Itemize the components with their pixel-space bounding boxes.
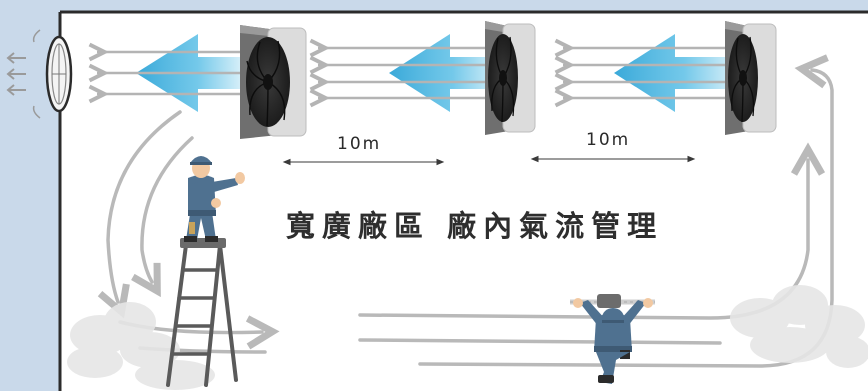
thin-airflow-lines — [97, 48, 727, 98]
worker-on-ladder-icon — [166, 156, 245, 387]
dust-cloud-icon — [730, 285, 868, 368]
page-title: 寬廣廠區 廠內氣流管理 — [286, 209, 664, 243]
circulation-fan-icon — [485, 21, 536, 135]
worker-measuring-tape-icon — [570, 294, 655, 384]
circulation-fan-icon — [725, 21, 777, 135]
distance-label-2: 10m — [586, 130, 631, 150]
circulation-fan-icon — [240, 25, 307, 139]
distance-label-1: 10m — [337, 134, 382, 154]
ladder — [166, 243, 238, 387]
airflow-arrow-2 — [389, 34, 505, 112]
dust-cloud-icon — [67, 302, 215, 390]
wall-exhaust-fan-icon — [6, 29, 73, 119]
airflow-arrow-3 — [614, 34, 742, 112]
distance-markers — [282, 155, 696, 166]
